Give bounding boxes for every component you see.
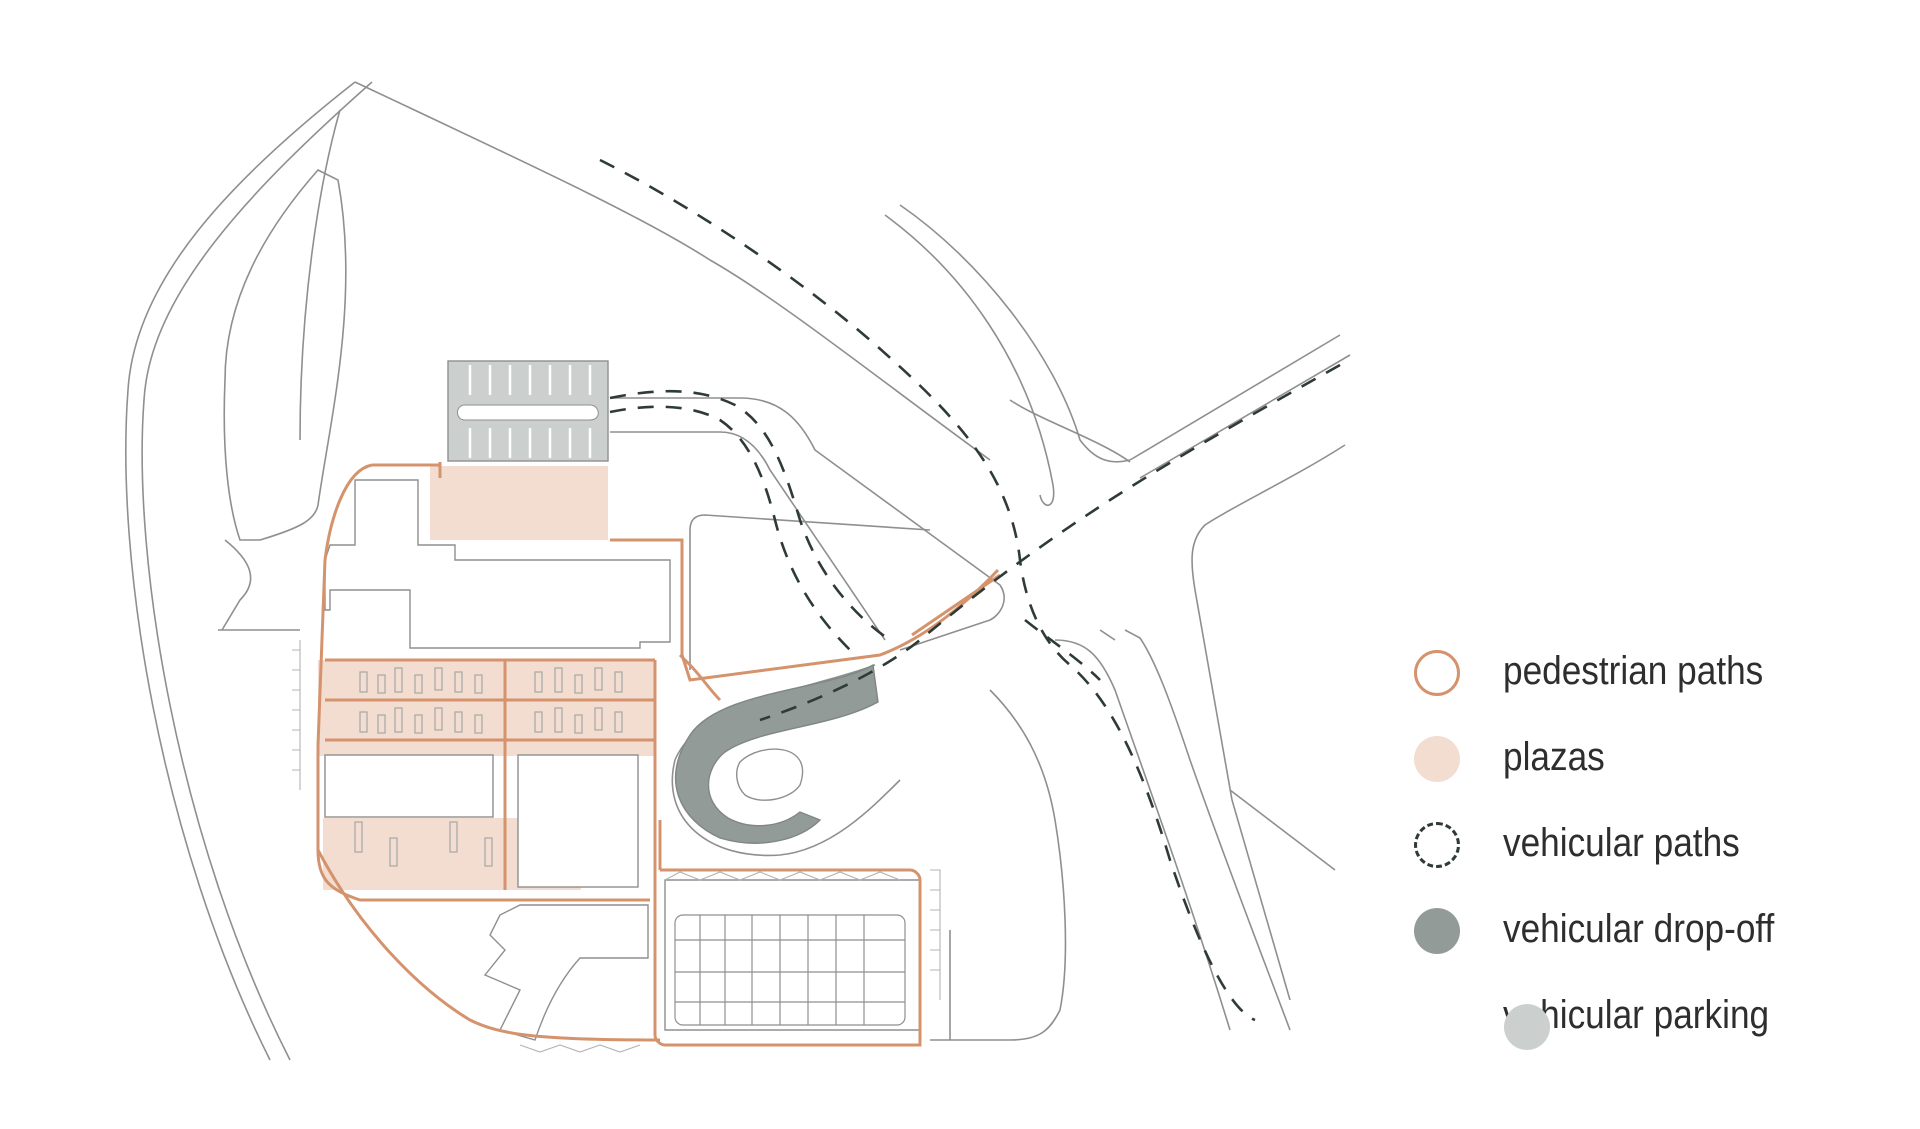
buildings bbox=[324, 479, 921, 1041]
pedestrian-paths bbox=[316, 462, 1001, 1047]
legend-label: pedestrian paths bbox=[1503, 649, 1764, 693]
legend-label: vehicular drop-off bbox=[1503, 907, 1775, 951]
legend-label: vehicular paths bbox=[1503, 821, 1740, 865]
legend-item-vehicular-parking: vehicular parking bbox=[1405, 984, 1885, 1070]
legend-item-plazas: plazas bbox=[1405, 726, 1885, 812]
vehicular-paths bbox=[599, 158, 1341, 1022]
parking-grid bbox=[674, 914, 906, 1026]
legend-label: plazas bbox=[1503, 735, 1605, 779]
parking-lot bbox=[447, 360, 609, 462]
legend-item-vehicular-paths: vehicular paths bbox=[1405, 812, 1885, 898]
plaza-furniture bbox=[354, 667, 623, 867]
parking-swatch-icon bbox=[1504, 1004, 1550, 1050]
plaza-swatch-icon bbox=[1414, 736, 1460, 782]
legend-item-pedestrian-paths: pedestrian paths bbox=[1405, 640, 1885, 726]
drop-off-swatch-icon bbox=[1414, 908, 1460, 954]
legend-item-vehicular-drop-off: vehicular drop-off bbox=[1405, 898, 1885, 984]
building-edge-details bbox=[292, 640, 941, 1053]
pedestrian-path-swatch-icon bbox=[1414, 650, 1460, 696]
site-boundary-lines bbox=[125, 81, 1351, 1061]
vehicular-path-swatch-icon bbox=[1414, 822, 1460, 868]
map-legend: pedestrian paths plazas vehicular paths … bbox=[1405, 640, 1885, 1070]
vehicular-drop-off bbox=[674, 663, 879, 844]
